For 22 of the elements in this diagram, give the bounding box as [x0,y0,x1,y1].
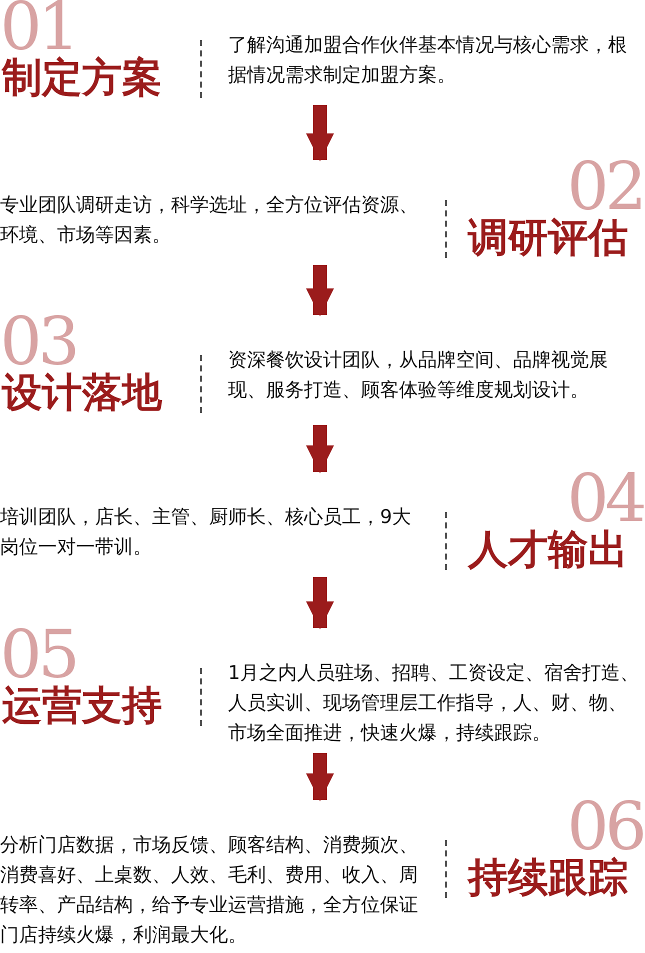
step-description: 分析门店数据，市场反馈、顾客结构、消费频次、消费喜好、上桌数、人效、毛利、费用、收入、周转率、产品结构，给予专业运营措施，全方位保证门店持续火爆，利润最大化。 [0,833,419,948]
step-number: 05 [0,630,76,680]
step-description: 1月之内人员驻场、招聘、工资设定、宿舍打造、人员实训、现场管理层工作指导，人、财、物、市场全面推进，快速火爆，持续跟踪。 [228,661,640,746]
down-arrow [306,265,334,316]
down-arrow [306,425,334,474]
step-number: 02 [567,162,643,212]
down-arrow [306,105,334,162]
step-number: 04 [567,474,643,524]
down-arrow [306,753,334,802]
step-description: 资深餐饮设计团队，从品牌空间、品牌视觉展现、服务打造、顾客体验等维度规划设计。 [228,348,609,403]
step-description: 培训团队，店长、主管、厨师长、核心员工，9大岗位一对一带训。 [0,505,412,560]
step-description: 专业团队调研走访，科学选址，全方位评估资源、环境、市场等因素。 [0,193,419,248]
down-arrow [306,577,334,630]
step-title: 调研评估 [468,214,628,262]
step-number: 03 [0,317,76,367]
step-number: 06 [567,802,643,852]
step-title: 设计落地 [2,369,162,417]
step-title: 制定方案 [2,54,162,102]
step-title: 运营支持 [2,682,162,730]
step-description: 了解沟通加盟合作伙伴基本情况与核心需求，根据情况需求制定加盟方案。 [228,33,628,88]
step-title: 人才输出 [468,526,628,574]
step-title: 持续跟踪 [468,854,628,902]
